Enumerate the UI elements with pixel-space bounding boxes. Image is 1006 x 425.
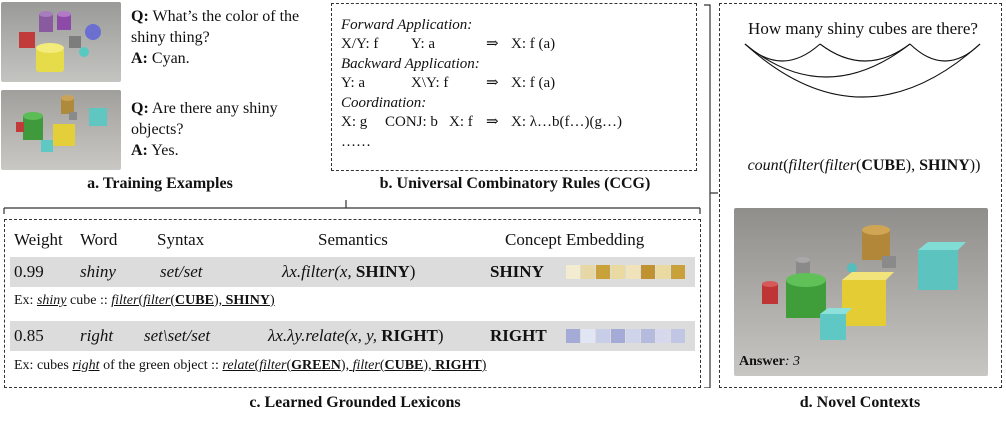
rule-result: X: f (a) [511, 36, 556, 52]
rule-term: Y: a [341, 75, 366, 91]
concept-label: SHINY [490, 262, 544, 281]
rule-term: X/Y: f [341, 36, 379, 52]
embedding-cell [626, 329, 640, 343]
weight-value: 0.99 [14, 262, 44, 281]
embedding-cell [581, 329, 595, 343]
embedding-cell [611, 329, 625, 343]
embedding-cell [596, 329, 610, 343]
rule-term: X: f [449, 114, 473, 130]
embedding-cell [566, 265, 580, 279]
ccg-rules-box [331, 3, 697, 171]
answer-text: Yes. [151, 142, 179, 159]
question-text: What’s the color of the shiny thing? [131, 8, 300, 46]
embedding-cell [656, 265, 670, 279]
caption-d: d. Novel Contexts [799, 394, 921, 411]
header-syntax: Syntax [157, 230, 205, 249]
embedding-cell [641, 265, 655, 279]
caption-a: a. Training Examples [87, 175, 233, 192]
answer-label: A: [131, 142, 148, 159]
rule-term: Y: a [411, 36, 436, 52]
header-semantics: Semantics [318, 230, 388, 249]
question-label: Q: [131, 8, 149, 25]
answer-label: A: [131, 50, 148, 67]
training-image-2 [1, 90, 121, 170]
connector-brace [3, 200, 701, 214]
embedding-cell [626, 265, 640, 279]
lexicon-example-shiny: Ex: shiny cube :: filter(filter(CUBE), S… [14, 293, 275, 308]
novel-scene-image: Answer: 3 [734, 208, 988, 376]
rule-term: X\Y: f [411, 75, 449, 91]
word-value: shiny [80, 262, 116, 281]
clevr-scene-2 [1, 90, 121, 170]
question-text: Are there any shiny objects? [131, 100, 278, 138]
lexicon-row-right: 0.85 right set\set/set λx.λy.relate(x, y… [10, 321, 695, 351]
embedding-cell [641, 329, 655, 343]
parse-tree-arcs [744, 43, 981, 98]
embedding-cell [656, 329, 670, 343]
rule-term: X: g [341, 114, 368, 130]
rule-result: X: f (a) [511, 75, 556, 91]
concept-label: RIGHT [490, 326, 547, 345]
embedding-cell [671, 265, 685, 279]
rule-arrow: ⇒ [486, 114, 499, 130]
syntax-value: set/set [160, 262, 203, 281]
novel-contexts-box [719, 3, 1002, 388]
embedding-cell [611, 265, 625, 279]
syntax-value: set\set/set [144, 326, 211, 345]
embedding-cell [671, 329, 685, 343]
header-concept-embedding: Concept Embedding [505, 230, 645, 249]
embedding-cell [581, 265, 595, 279]
rule-title-backward: Backward Application: [341, 56, 480, 72]
caption-c: c. Learned Grounded Lexicons [249, 394, 461, 411]
rule-title-coordination: Coordination: [341, 95, 427, 111]
section-bracket [704, 4, 718, 388]
rule-result: X: λ…b(f…)(g…) [511, 114, 622, 130]
rule-arrow: ⇒ [486, 36, 499, 52]
header-word: Word [80, 230, 118, 249]
embedding-cell [566, 329, 580, 343]
header-weight: Weight [14, 230, 63, 249]
rule-arrow: ⇒ [486, 75, 499, 91]
lexicon-example-right: Ex: cubes right of the green object :: r… [14, 358, 487, 373]
lexicon-row-shiny: 0.99 shiny set/set λx.filter(x, SHINY) S… [10, 257, 695, 287]
answer-text: Cyan. [151, 50, 190, 67]
clevr-scene-novel [734, 208, 988, 376]
embedding-cell [596, 265, 610, 279]
clevr-scene-1 [1, 2, 121, 82]
training-image-1 [1, 2, 121, 82]
rule-ellipsis: …… [341, 134, 371, 150]
weight-value: 0.85 [14, 326, 44, 345]
program-expression: count(filter(filter(CUBE), SHINY)) [747, 157, 981, 174]
word-value: right [80, 326, 114, 345]
caption-b: b. Universal Combinatory Rules (CCG) [379, 175, 651, 192]
answer-readout: Answer: 3 [739, 354, 801, 369]
semantics-value: λx.filter(x, SHINY) [282, 262, 416, 281]
lexicon-box [4, 219, 701, 388]
semantics-value: λx.λy.relate(x, y, RIGHT) [268, 326, 444, 345]
rule-term: CONJ: b [385, 114, 438, 130]
question-label: Q: [131, 100, 149, 117]
rule-title-forward: Forward Application: [341, 17, 473, 33]
novel-question: How many shiny cubes are there? [748, 19, 978, 38]
